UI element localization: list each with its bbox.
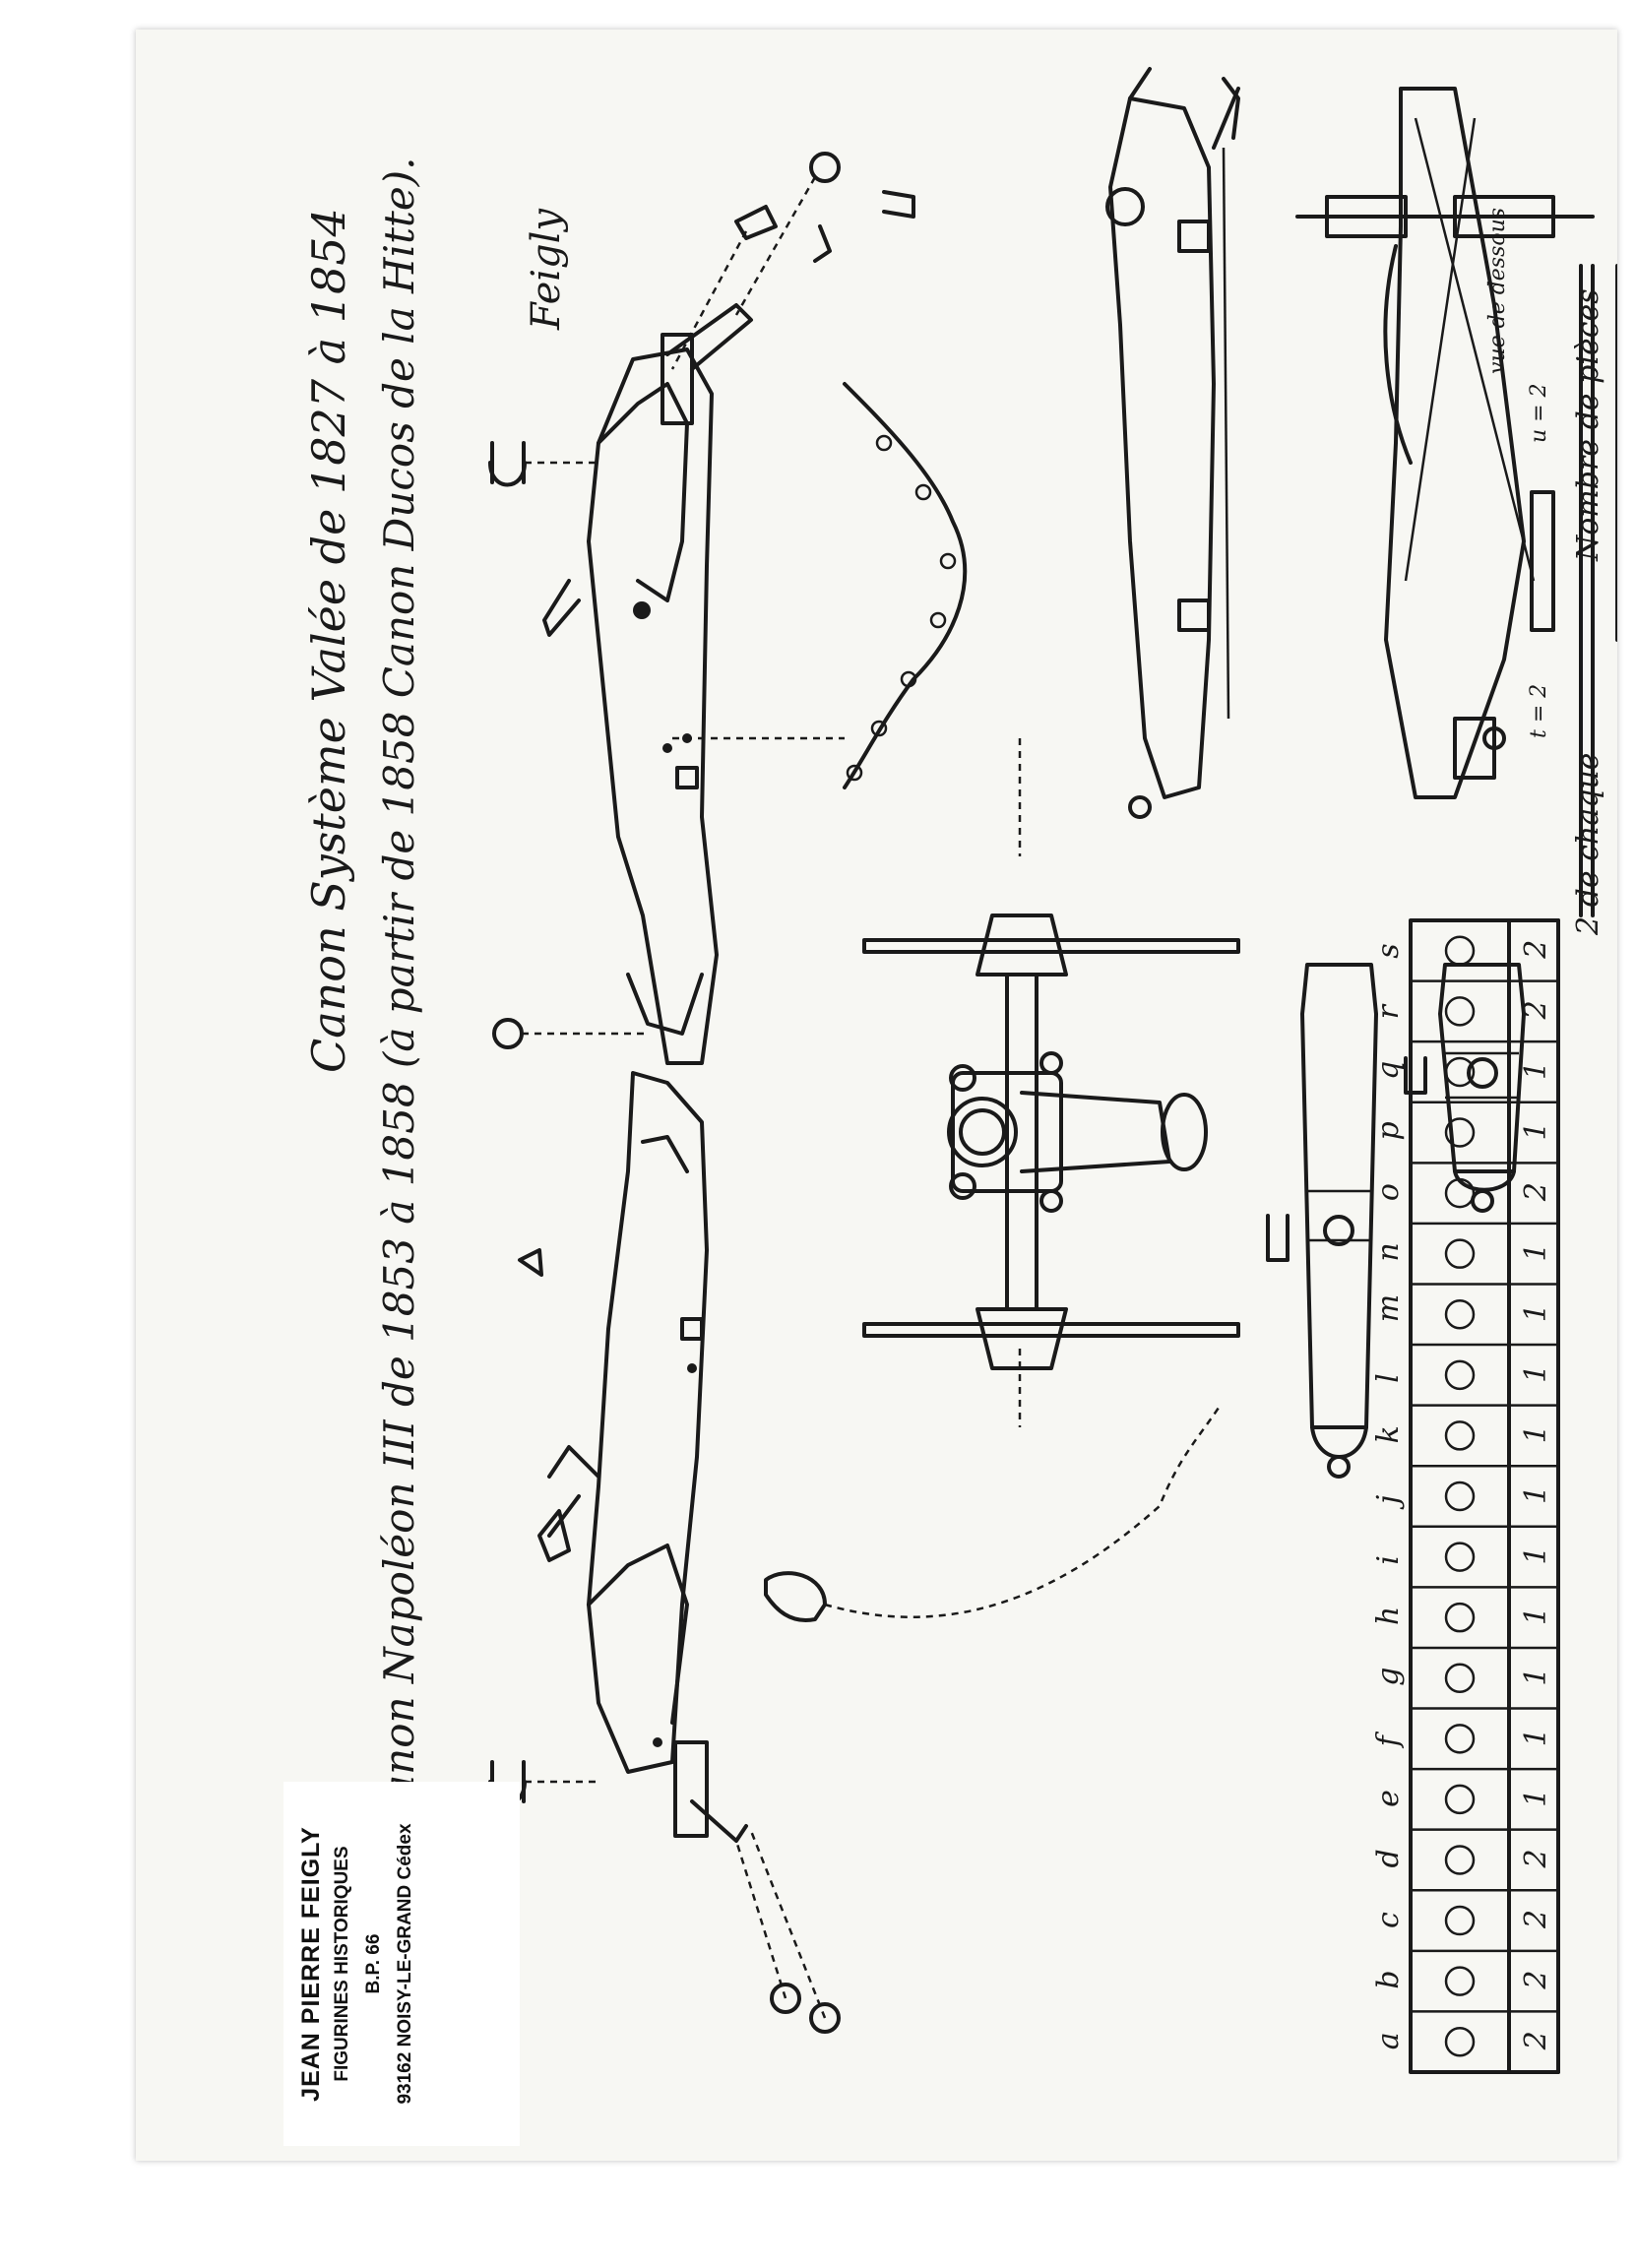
loose-parts-lower	[488, 1248, 841, 2034]
table-count: 1	[1519, 1789, 1553, 1807]
title-line-2: Canon Napoléon III de 1853 à 1858 (à par…	[375, 158, 423, 1831]
loose-parts-upper	[488, 152, 915, 1049]
table-part-sketch	[1444, 2026, 1476, 2057]
table-count: 2	[1519, 1910, 1553, 1929]
table-letter: o	[1371, 1183, 1406, 1201]
table-count: 1	[1519, 1728, 1553, 1746]
table-count: 1	[1519, 1545, 1553, 1564]
table-count: 1	[1519, 1121, 1553, 1140]
label-company: FIGURINES HISTORIQUES	[332, 1846, 352, 2082]
footer-left: 2 de chaque	[1571, 753, 1605, 936]
assembly-drawing: Canon Système Valée de 1827 à 1854 Canon…	[302, 67, 1617, 2074]
table-letter: g	[1371, 1668, 1406, 1686]
chain-drawing	[843, 382, 968, 789]
table-count: 1	[1519, 1606, 1553, 1625]
table-part-sketch	[1444, 1238, 1476, 1269]
table-part-sketch	[1444, 1056, 1476, 1088]
table-part-sketch	[1444, 1905, 1476, 1936]
table-letter: p	[1371, 1121, 1406, 1140]
table-letter: f	[1371, 1731, 1406, 1748]
trail-upper-drawing	[542, 303, 753, 1065]
barrel-side-drawing	[1266, 963, 1378, 1479]
table-letter: n	[1371, 1242, 1406, 1261]
table-part-sketch	[1444, 1117, 1476, 1148]
table-letter: i	[1371, 1555, 1406, 1565]
leader-lines	[522, 176, 1221, 2019]
table-part-sketch	[1444, 996, 1476, 1027]
table-count: 2	[1519, 2031, 1553, 2050]
table-count: 2	[1519, 1000, 1553, 1020]
table-count: 1	[1519, 1424, 1553, 1443]
table-part-sketch	[1444, 935, 1476, 967]
label-name: JEAN PIERRE FEIGLY	[297, 1826, 325, 2102]
table-part-sketch	[1444, 1724, 1476, 1754]
signature: Feigly	[524, 208, 569, 331]
table-letter: a	[1371, 2032, 1406, 2049]
table-part-sketch	[1444, 1602, 1476, 1633]
limber-side-drawing	[1105, 67, 1240, 819]
table-letter: q	[1371, 1061, 1406, 1080]
table-letter: h	[1371, 1606, 1406, 1625]
table-letter: d	[1371, 1849, 1406, 1867]
underside-view-label: vue de dessous	[1485, 208, 1510, 374]
trail-lower-drawing	[547, 1071, 748, 1843]
title-line-1: Canon Système Valée de 1827 à 1854	[302, 208, 355, 1073]
table-count: 1	[1519, 1243, 1553, 1262]
table-letter: c	[1371, 1912, 1406, 1928]
table-count: 1	[1519, 1364, 1553, 1383]
table-part-sketch	[1444, 1480, 1476, 1512]
label-box: B.P. 66	[363, 1933, 384, 1994]
table-count: 2	[1519, 1971, 1553, 1990]
table-letter: k	[1371, 1425, 1406, 1443]
rods-drawing: u = 2 t = 2	[1527, 264, 1617, 917]
table-part-sketch	[1444, 1359, 1476, 1391]
table-part-sketch	[1444, 1177, 1476, 1209]
table-part-sketch	[1444, 1663, 1476, 1693]
limber-underside-drawing: vue de dessous	[1295, 87, 1595, 799]
u-count: u = 2	[1527, 383, 1551, 443]
t-count: t = 2	[1527, 684, 1551, 738]
table-part-sketch	[1444, 1845, 1476, 1875]
parts-table	[1409, 918, 1560, 2074]
table-letter: b	[1371, 1970, 1406, 1988]
label-city: 93162 NOISY-LE-GRAND Cédex	[395, 1823, 415, 2105]
barrel-top-drawing	[1404, 963, 1526, 1213]
table-part-sketch	[1444, 1966, 1476, 1996]
wheel-axle-drawing	[862, 914, 1240, 1370]
paper-sheet: Canon Système Valée de 1827 à 1854 Canon…	[136, 30, 1617, 2161]
table-count: 2	[1519, 1182, 1553, 1202]
table-count: 1	[1519, 1061, 1553, 1080]
table-count: 2	[1519, 1849, 1553, 1868]
table-letter: l	[1371, 1373, 1406, 1383]
table-content: a 2 b 2 c 2 d 2 e 1 f 1 g 1 h 1 i 1 j 1 k 1 l 1 m 1 n 1 o 2 p 1 q 1 r 2 s 2	[1371, 935, 1553, 2057]
table-part-sketch	[1444, 1299, 1476, 1330]
footer-right: Nombre de pièces	[1571, 288, 1605, 562]
table-letter: s	[1371, 943, 1406, 958]
table-count: 1	[1519, 1485, 1553, 1504]
maker-label: JEAN PIERRE FEIGLY FIGURINES HISTORIQUES…	[283, 1782, 520, 2146]
table-letter: m	[1371, 1294, 1406, 1322]
table-part-sketch	[1444, 1784, 1476, 1815]
table-count: 2	[1519, 940, 1553, 960]
table-letter: j	[1371, 1495, 1406, 1510]
table-letter: r	[1371, 1003, 1406, 1019]
table-count: 1	[1519, 1303, 1553, 1322]
table-letter: e	[1371, 1790, 1406, 1807]
table-count: 1	[1519, 1668, 1553, 1686]
table-part-sketch	[1444, 1420, 1476, 1451]
table-part-sketch	[1444, 1542, 1476, 1572]
